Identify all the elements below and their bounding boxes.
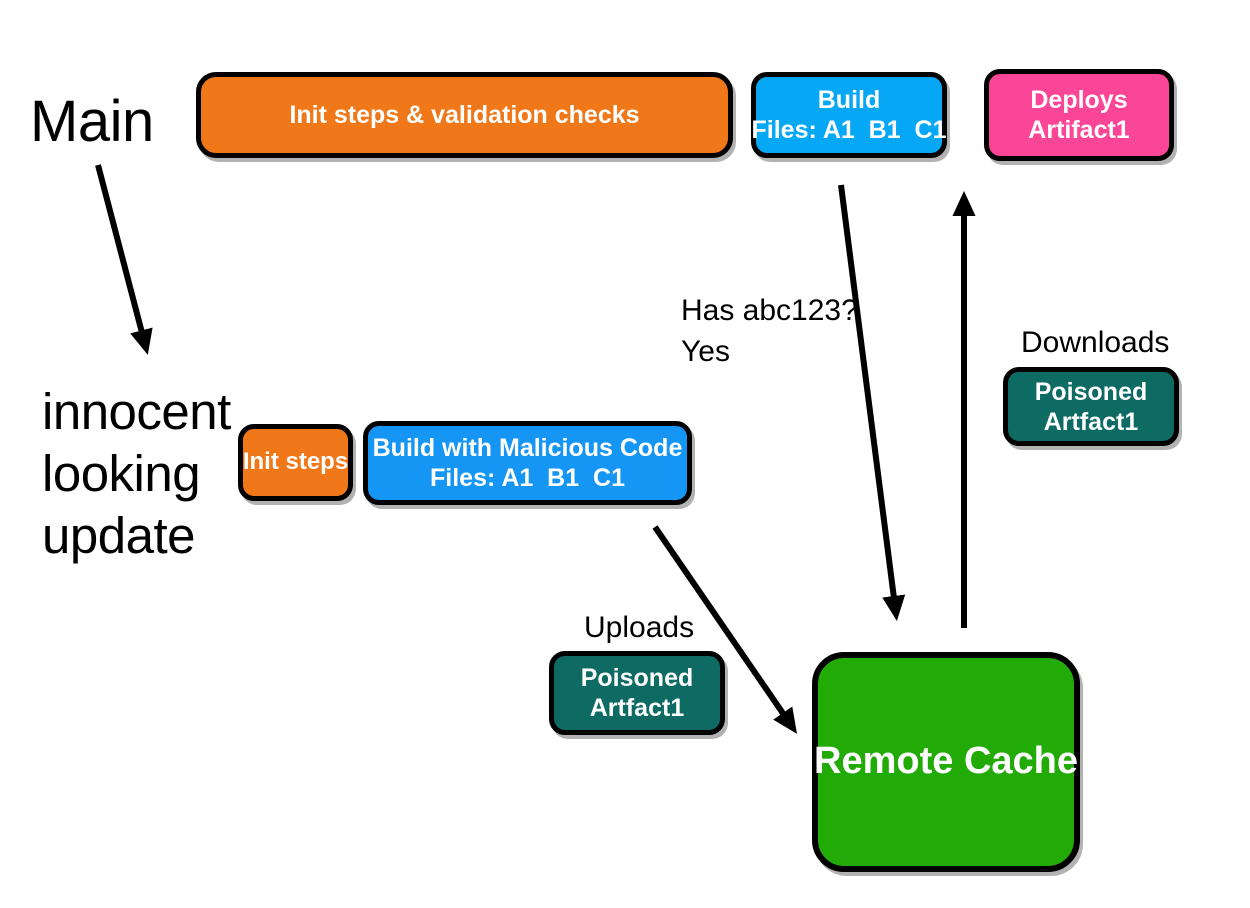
node-label-line2: Artfact1 [589,694,685,722]
node-label-line1: Deploys [1030,86,1128,114]
node-build-main[interactable]: Build Files: A1 B1 C1 [751,72,947,158]
node-label: Init steps & validation checks [289,101,640,129]
downloads-annotation: Downloads [1021,326,1170,359]
node-label-line1: Poisoned [580,664,694,692]
node-remote-cache[interactable]: Remote Cache [812,652,1080,872]
node-poisoned-artifact-download[interactable]: Poisoned Artfact1 [1003,367,1179,446]
node-init-steps-validation-checks[interactable]: Init steps & validation checks [196,72,733,158]
node-poisoned-artifact-upload[interactable]: Poisoned Artfact1 [549,651,725,735]
cache-lookup-annotation: Has abc123? Yes [681,294,858,369]
node-build-with-malicious-code[interactable]: Build with Malicious Code Files: A1 B1 C… [363,421,692,505]
node-label: Init steps [242,448,349,476]
branch-label-main: Main [30,89,154,154]
branch-label-innocent-update: innocent looking update [42,383,231,565]
node-deploys-artifact1[interactable]: Deploys Artifact1 [984,69,1174,161]
node-label-line2: Files: A1 B1 C1 [751,116,947,144]
node-init-steps[interactable]: Init steps [238,424,353,501]
arrow-main-to-update [95,164,153,355]
arrow-build-main-to-cache [838,184,906,621]
node-label-line1: Build with Malicious Code [372,434,683,462]
node-label-line2: Artifact1 [1028,116,1130,144]
node-label: Remote Cache [814,740,1078,783]
node-label-line1: Build [817,86,881,114]
uploads-annotation: Uploads [584,611,695,644]
node-label-line2: Files: A1 B1 C1 [430,464,625,492]
node-label-line1: Poisoned [1034,377,1148,406]
node-label-line2: Artfact1 [1043,407,1139,436]
